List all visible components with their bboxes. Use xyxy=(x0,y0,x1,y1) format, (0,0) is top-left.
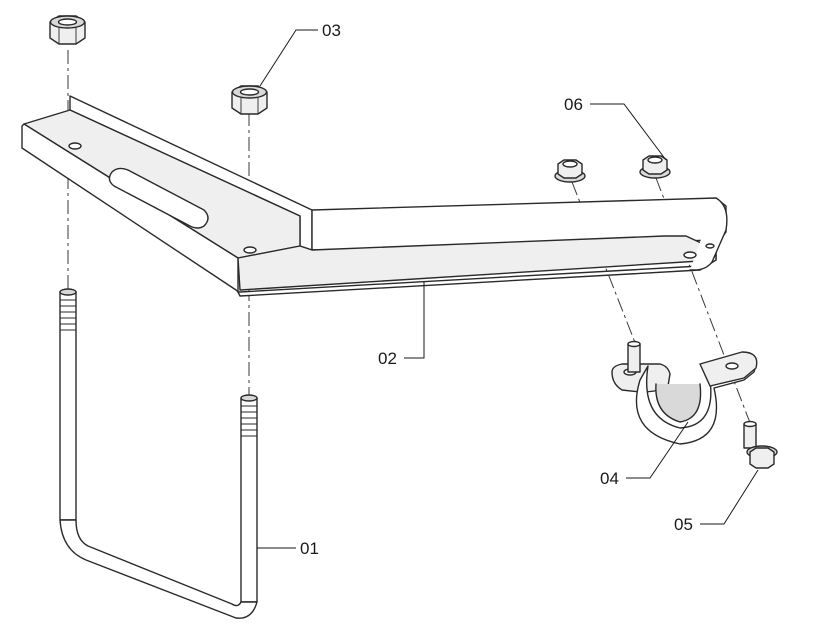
u-bolt xyxy=(59,288,258,619)
callout-02: 02 xyxy=(378,349,397,368)
hex-nut-top-left xyxy=(49,15,86,45)
flange-nut-right xyxy=(639,155,671,179)
callout-labels: 01 02 03 04 05 06 xyxy=(300,21,693,558)
flange-nut-left xyxy=(554,159,586,183)
v-bracket xyxy=(21,95,728,297)
hex-nut-center xyxy=(231,85,268,115)
saddle-clamp xyxy=(611,340,758,445)
callout-leaders xyxy=(257,29,759,549)
callout-06: 06 xyxy=(564,95,583,114)
callout-01: 01 xyxy=(300,539,319,558)
callout-05: 05 xyxy=(674,515,693,534)
flange-bolt xyxy=(743,420,778,469)
callout-04: 04 xyxy=(600,469,619,488)
callout-03: 03 xyxy=(322,21,341,40)
